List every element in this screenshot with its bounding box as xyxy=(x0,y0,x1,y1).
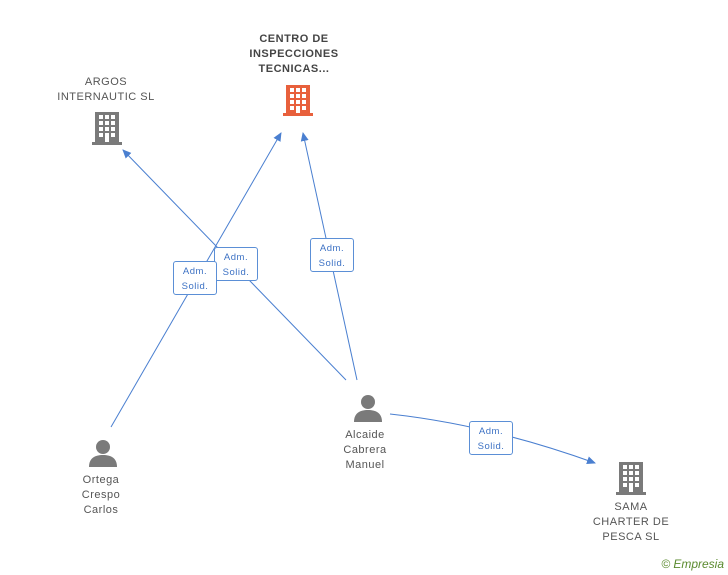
relation-badge-alcaide-sama[interactable]: Adm. Solid. xyxy=(469,421,513,455)
brand-footer: ©Empresia xyxy=(661,557,724,571)
relation-role-line2: Solid. xyxy=(318,258,346,269)
building-icon xyxy=(616,462,646,495)
relation-role-line2: Solid. xyxy=(222,267,250,278)
relation-role-line2: Solid. xyxy=(477,441,505,452)
person-node-alcaide[interactable] xyxy=(353,393,383,428)
relation-role-line1: Adm. xyxy=(182,266,208,277)
company-node-argos[interactable] xyxy=(90,110,124,151)
company-node-sama[interactable] xyxy=(614,460,648,501)
relation-badge-alcaide-centro[interactable]: Adm. Solid. xyxy=(310,238,354,272)
person-icon xyxy=(89,440,117,467)
relation-role-line2: Solid. xyxy=(181,281,209,292)
relation-badge-alcaide-argos[interactable]: Adm. Solid. xyxy=(214,247,258,281)
relation-role-line1: Adm. xyxy=(478,426,504,437)
relation-role-line1: Adm. xyxy=(319,243,345,254)
person-label-alcaide: Alcaide Cabrera Manuel xyxy=(343,429,387,471)
brand-logo: Empresia xyxy=(673,557,724,571)
company-label-sama: SAMA CHARTER DE PESCA SL xyxy=(592,501,670,543)
person-node-ortega[interactable] xyxy=(88,438,118,473)
person-label-ortega: Ortega Crespo Carlos xyxy=(81,474,121,516)
relation-role-line1: Adm. xyxy=(223,252,249,263)
person-icon xyxy=(354,395,382,422)
building-icon xyxy=(92,112,122,145)
company-label-argos: ARGOS INTERNAUTIC SL xyxy=(57,76,155,103)
company-node-centro[interactable] xyxy=(281,83,315,122)
company-label-centro: CENTRO DE INSPECCIONES TECNICAS... xyxy=(249,33,339,75)
building-icon xyxy=(283,85,313,116)
copyright-symbol: © xyxy=(661,557,671,571)
relation-badge-ortega-centro[interactable]: Adm. Solid. xyxy=(173,261,217,295)
